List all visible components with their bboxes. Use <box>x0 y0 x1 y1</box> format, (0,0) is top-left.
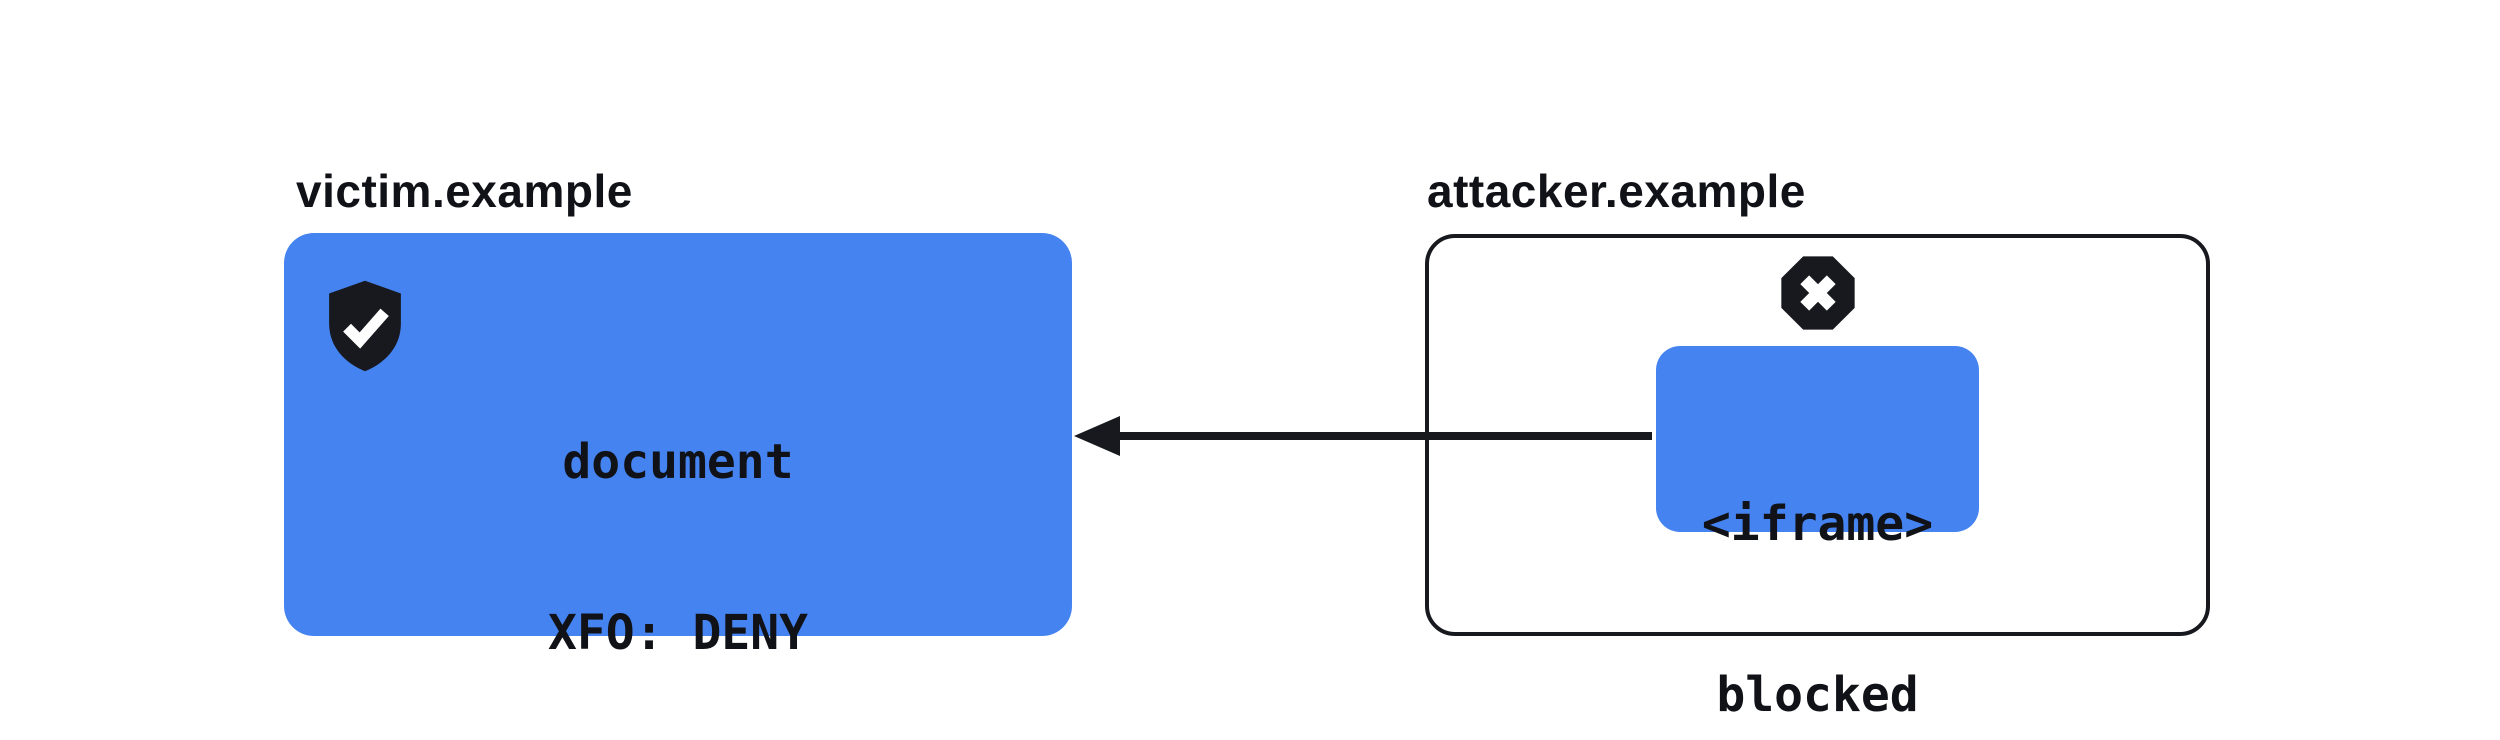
blocked-x-icon <box>1781 256 1855 330</box>
attacker-domain-label: attacker.example <box>1427 165 1806 217</box>
victim-domain-label: victim.example <box>296 165 633 217</box>
iframe-blocked-line: blocked <box>1716 667 1919 723</box>
iframe-blocked-box: <iframe> blocked <box>1656 346 1979 723</box>
attacker-page-box: <iframe> blocked <box>1425 234 2210 723</box>
victim-line-xfo: XFO: DENY <box>547 605 809 661</box>
shield-check-icon <box>329 280 401 372</box>
iframe-tag-line: <iframe> <box>1701 496 1934 552</box>
victim-protection-text: document XFO: DENY or CSP: frame-ancesto… <box>284 320 1072 740</box>
victim-document-box: document XFO: DENY or CSP: frame-ancesto… <box>284 233 1072 661</box>
iframe-blocked-text: <iframe> blocked <box>1656 382 1979 740</box>
victim-line-document: document <box>562 434 794 490</box>
